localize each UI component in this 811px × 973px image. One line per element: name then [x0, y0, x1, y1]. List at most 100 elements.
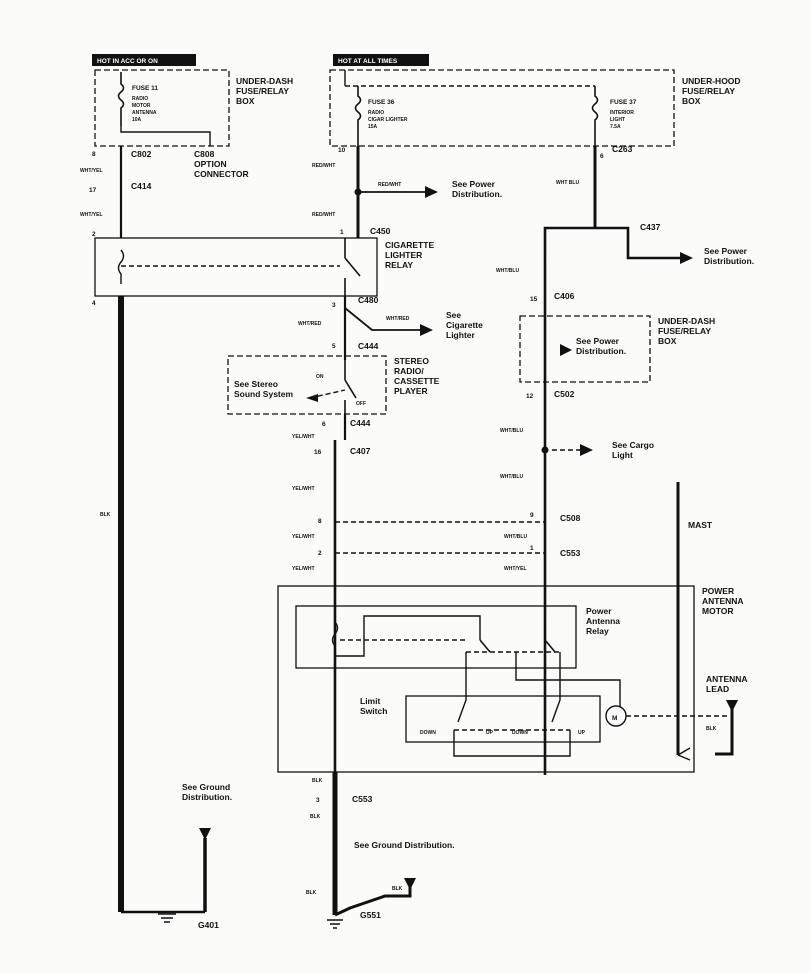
arrow-power-dist-3: [560, 344, 572, 356]
ground-g401-antenna: [199, 828, 211, 840]
pin-1: 1: [340, 229, 344, 236]
pin-9: 9: [530, 512, 534, 519]
fuse-11-name: FUSE 11: [132, 85, 158, 92]
arrow-power-dist-2: [680, 252, 693, 264]
mast-end: [677, 747, 691, 761]
antenna-lead-wire: [715, 704, 734, 756]
relay-coil-circuit: [331, 615, 481, 657]
pin-4: 4: [92, 300, 96, 307]
stereo-link: [309, 389, 346, 399]
pin-3b: 3: [316, 797, 320, 804]
pin-8b: 8: [318, 518, 322, 525]
wire-label-wht-yel: WHT/YEL: [80, 168, 103, 174]
fuse-37-name: FUSE 37: [610, 99, 637, 106]
ground-g551-symbol: [327, 919, 343, 929]
motor-label: M: [612, 715, 617, 722]
wire-label-wht-blu-2: WHT/BLU: [496, 268, 519, 274]
note-see-ground-2: See Ground Distribution.: [354, 840, 455, 850]
wire-wht-red-branch: [344, 307, 420, 331]
antenna-lead-symbol: [726, 700, 738, 712]
relay-contact: [344, 257, 361, 277]
cigarette-lighter-relay-box: [94, 237, 378, 297]
pin-2b: 2: [318, 550, 322, 557]
arrow-cig-lighter: [420, 324, 433, 336]
ground-g401-symbol: [158, 913, 176, 923]
limit-down-1: DOWN: [420, 730, 436, 736]
pin-6: 6: [322, 421, 326, 428]
conn-c406: C406: [554, 291, 575, 301]
limit-up-2: UP: [578, 730, 586, 736]
wire-g551-branch: [334, 882, 412, 917]
wire-label-red-wht-low: RED/WHT: [312, 212, 335, 218]
pin-1b: 1: [530, 545, 534, 552]
switch-on: ON: [316, 374, 324, 380]
ground-g401-label: G401: [198, 920, 219, 930]
fuse-11-symbol: [117, 72, 125, 126]
limit-switch-return: [453, 730, 571, 757]
relay-to-motor: [515, 652, 621, 712]
hot-all-times-tag: [333, 54, 429, 66]
conn-c407: C407: [350, 446, 371, 456]
conn-c508: C508: [560, 513, 581, 523]
wire-label-yel-wht-3: YEL/WHT: [292, 534, 315, 540]
limit-down-2: DOWN: [512, 730, 528, 736]
wire-label-wht-yel-3: WHT/YEL: [504, 566, 527, 572]
fuse-37-symbol: [591, 86, 599, 146]
pin-3: 3: [332, 302, 336, 309]
fuse-36-name: FUSE 36: [368, 99, 395, 106]
relay-switch-b: [544, 639, 556, 653]
pin-8: 8: [92, 151, 96, 158]
wire-label-wht-blu: WHT BLU: [556, 180, 579, 186]
wire-label-blk-left: BLK: [100, 512, 111, 518]
under-dash-fuse-box-top: [94, 69, 230, 147]
relay-to-limit-b: [551, 652, 561, 723]
conn-c553-top: C553: [560, 548, 581, 558]
pin-15: 15: [530, 296, 538, 303]
wire-label-yel-wht-2: YEL/WHT: [292, 486, 315, 492]
wire-label-wht-blu-3: WHT/BLU: [500, 428, 523, 434]
ground-g551-label: G551: [360, 910, 381, 920]
mast-label: MAST: [688, 520, 713, 530]
pin-5: 5: [332, 343, 336, 350]
wire-label-wht-blu-4: WHT/BLU: [500, 474, 523, 480]
wire-label-yel-wht-1: YEL/WHT: [292, 434, 315, 440]
conn-c480: C480: [358, 295, 379, 305]
switch-off: OFF: [356, 401, 366, 407]
pin-17: 17: [89, 187, 97, 194]
wire-label-blk-5: BLK: [392, 886, 403, 892]
limit-switch-box: [405, 695, 601, 743]
stereo-switch: [344, 379, 357, 399]
conn-c802: C802: [131, 149, 152, 159]
wire-label-blk-4: BLK: [306, 890, 317, 896]
splice-cargo: [541, 446, 549, 454]
wire-label-yel-wht-4: YEL/WHT: [292, 566, 315, 572]
wire-label-red-wht-branch: RED/WHT: [378, 182, 401, 188]
power-antenna-motor-box: [277, 585, 695, 773]
pin-16: 16: [314, 449, 322, 456]
pin-2: 2: [92, 231, 96, 238]
wire-label-blk-antenna: BLK: [706, 726, 717, 732]
limit-up-1: UP: [486, 730, 494, 736]
under-dash-fuse-box-mid: [519, 315, 651, 383]
conn-c414: C414: [131, 181, 152, 191]
conn-c444-top: C444: [358, 341, 379, 351]
fuse-36-symbol: [354, 86, 362, 146]
